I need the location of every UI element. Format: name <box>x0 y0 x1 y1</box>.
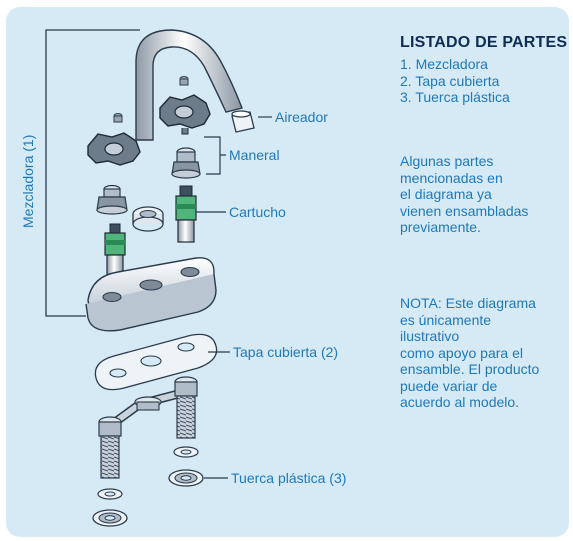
note-line: como apoyo para el <box>400 344 523 361</box>
right-bonnet-nut <box>171 147 201 179</box>
right-handle <box>159 94 211 135</box>
left-handle <box>87 132 141 166</box>
left-bonnet-nut <box>96 184 128 215</box>
cartucho-label: Cartucho <box>229 204 286 220</box>
spout <box>135 29 243 141</box>
left-washers-and-nut <box>92 488 128 527</box>
right-cartridge <box>175 185 197 243</box>
tapa-cubierta-label: Tapa cubierta (2) <box>233 344 339 360</box>
diagram-panel <box>6 7 569 537</box>
aireador-label: Aireador <box>275 109 328 125</box>
parts-list-item: 3. Tuerca plástica <box>400 89 510 105</box>
mezcladora-label: Mezcladora (1) <box>20 134 36 228</box>
cover-plate <box>94 333 218 391</box>
preassembled-note: Algunas partes mencionadas en el diagram… <box>400 153 570 236</box>
spout-ring <box>132 206 164 232</box>
aerator <box>231 110 255 133</box>
mezcladora-bracket-line <box>45 29 140 317</box>
tuerca-plastica-label: Tuerca plástica (3) <box>231 470 347 486</box>
parts-list: 1. Mezcladora 2. Tapa cubierta 3. Tuerca… <box>400 56 510 106</box>
note-line: es únicamente <box>400 311 492 328</box>
note-line: ilustrativo <box>400 328 460 344</box>
note-line: NOTA: Este diagrama <box>400 295 536 311</box>
note-line: puede variar de <box>400 377 498 394</box>
illustrative-note: NOTA: Este diagrama es únicamente ilustr… <box>400 295 570 411</box>
maneral-label: Maneral <box>229 147 280 163</box>
maneral-bracket <box>204 136 226 175</box>
note-line: ensamble. El producto <box>400 361 540 377</box>
note-line: vienen ensambladas <box>400 202 529 219</box>
bridge-and-shanks <box>98 376 198 479</box>
handle-caps <box>113 76 189 123</box>
note-line: previamente. <box>400 219 481 235</box>
right-washers-and-nut <box>168 446 204 487</box>
parts-list-title: LISTADO DE PARTES <box>400 34 568 51</box>
note-line: mencionadas en <box>400 169 503 186</box>
note-line: acuerdo al modelo. <box>400 394 520 410</box>
parts-list-item: 1. Mezcladora <box>400 56 488 72</box>
left-cartridge <box>104 223 126 278</box>
note-line: Algunas partes <box>400 153 494 169</box>
faucet-base <box>85 257 217 332</box>
parts-list-item: 2. Tapa cubierta <box>400 72 500 89</box>
note-line: el diagrama ya <box>400 186 492 202</box>
